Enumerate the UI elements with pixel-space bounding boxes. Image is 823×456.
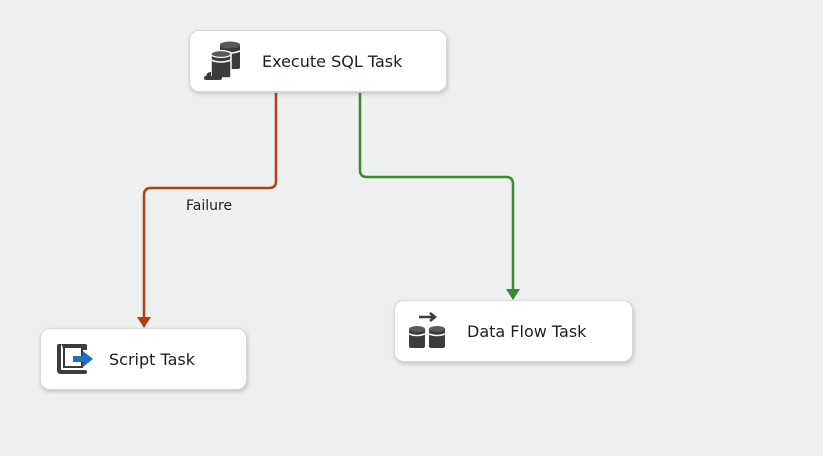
success-constraint-line[interactable] <box>358 93 515 292</box>
data-flow-task[interactable]: Data Flow Task <box>394 300 633 362</box>
script-task[interactable]: Script Task <box>40 328 247 390</box>
failure-constraint-arrowhead <box>137 317 151 328</box>
failure-constraint-label: Failure <box>186 198 233 214</box>
script-task-icon <box>51 336 97 382</box>
data-flow-icon <box>405 308 451 354</box>
execute-sql-icon <box>200 38 246 84</box>
execute-sql-task[interactable]: Execute SQL Task <box>189 30 447 92</box>
execute-sql-task-label: Execute SQL Task <box>262 51 403 71</box>
failure-constraint-line[interactable] <box>142 93 278 320</box>
script-task-label: Script Task <box>109 349 196 369</box>
data-flow-task-label: Data Flow Task <box>467 321 587 341</box>
success-constraint-arrowhead <box>506 289 520 300</box>
